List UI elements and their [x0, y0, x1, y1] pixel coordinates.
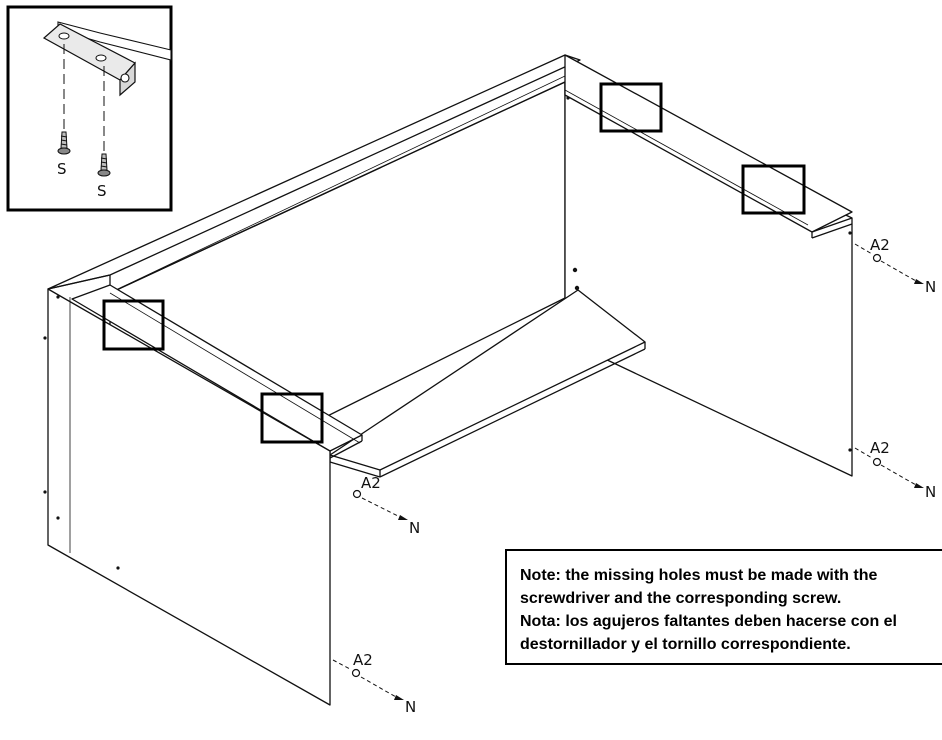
n-label: N [409, 519, 420, 537]
n-label: N [925, 278, 936, 296]
highlight-box-2 [741, 164, 806, 215]
screw-icon [57, 131, 71, 155]
left-side-panel [47, 288, 331, 706]
hardware-callout-4: A2 N [332, 651, 416, 716]
a2-label: A2 [353, 651, 373, 669]
note-line-3: Nota: los agujeros faltantes deben hacer… [520, 613, 897, 630]
hardware-callout-1: A2 N [854, 236, 936, 296]
highlight-box-3 [102, 299, 165, 351]
highlight-boxes [102, 82, 806, 444]
panel-holes [43, 96, 852, 570]
a2-label: A2 [870, 439, 890, 457]
note-box: Note: the missing holes must be made wit… [505, 549, 942, 665]
a2-label: A2 [870, 236, 890, 254]
highlight-box-4 [260, 392, 324, 444]
note-line-1: Note: the missing holes must be made wit… [520, 567, 878, 584]
a2-label: A2 [361, 474, 381, 492]
screw-label: S [57, 160, 67, 178]
hardware-callout-3: A2 N [352, 474, 420, 537]
cabinet-drawing [43, 54, 853, 706]
n-label: N [405, 698, 416, 716]
screw-icon [97, 153, 111, 177]
note-line-4: destornillador y el tornillo correspondi… [520, 636, 851, 653]
screw-label: S [97, 182, 107, 200]
note-line-2: screwdriver and the corresponding screw. [520, 590, 842, 607]
n-label: N [925, 483, 936, 501]
highlight-box-1 [599, 82, 663, 133]
hardware-callout-2: A2 N [854, 439, 936, 501]
detail-inset: S S [6, 5, 173, 212]
